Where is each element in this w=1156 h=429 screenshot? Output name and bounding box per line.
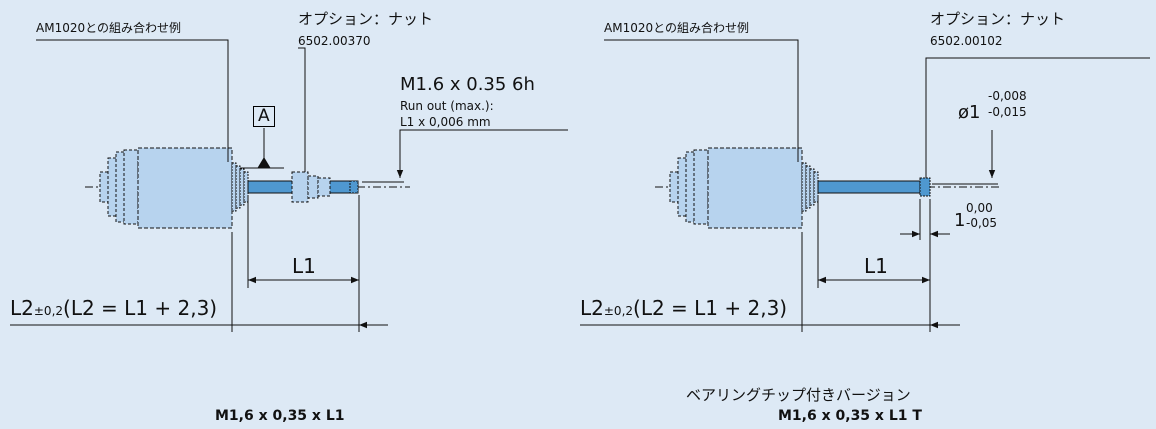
left-rear-flange-1 <box>107 157 119 217</box>
right-len-tol-upper: 0,00 <box>966 201 993 215</box>
right-drawing <box>580 39 1150 332</box>
left-nut-inner <box>317 177 331 197</box>
right-thread-rings <box>801 162 819 212</box>
right-combo-leader <box>604 39 799 162</box>
right-l2-group: L2±0,2(L2 = L1 + 2,3) <box>580 298 787 318</box>
right-combo-label: AM1020との組み合わせ例 <box>604 21 749 35</box>
right-len-main: 1 <box>954 210 966 231</box>
left-combo-leader <box>36 39 229 162</box>
right-len-tol-lower: -0,05 <box>966 216 998 230</box>
left-thread-rings <box>231 162 249 212</box>
left-option-label: オプション：ナット <box>298 10 434 28</box>
left-shaft-tip <box>349 180 359 194</box>
left-runout-leader <box>396 129 568 178</box>
right-bearing-tip <box>919 177 931 197</box>
left-thread-spec: M1.6 x 0.35 6h <box>400 74 535 95</box>
left-l2-group: L2±0,2(L2 = L1 + 2,3) <box>10 298 217 318</box>
left-l2-tol: ±0,2 <box>33 304 64 318</box>
right-option-label: オプション：ナット <box>930 10 1066 28</box>
left-runout-line2: L1 x 0,006 mm <box>400 115 491 129</box>
right-l1-label: L1 <box>864 254 888 278</box>
right-motor-body <box>707 147 803 229</box>
right-option-part-no: 6502.00102 <box>930 34 1003 48</box>
right-l2-formula: (L2 = L1 + 2,3) <box>633 296 788 320</box>
right-dia-tol-lower: -0,015 <box>988 105 1027 119</box>
right-shaft <box>817 180 921 194</box>
left-datum-label: A <box>253 106 275 127</box>
right-caption: M1,6 x 0,35 x L1 T <box>778 408 922 424</box>
right-caption-sub: ベアリングチップ付きバージョン <box>686 386 911 404</box>
left-combo-label: AM1020との組み合わせ例 <box>36 21 181 35</box>
right-dia-tol-upper: -0,008 <box>988 89 1027 103</box>
right-rear-flange-3 <box>693 149 709 225</box>
right-l2-label: L2 <box>580 296 604 320</box>
left-drawing <box>10 39 568 332</box>
right-option-leader <box>925 57 1150 178</box>
right-dia-main: ø1 <box>958 102 981 123</box>
left-nut-collar <box>307 175 319 199</box>
left-nut-outer <box>291 171 309 203</box>
left-motor-body <box>137 147 233 229</box>
left-option-leader <box>298 47 306 172</box>
right-l2-tol: ±0,2 <box>603 304 634 318</box>
right-rear-flange-1 <box>677 157 689 217</box>
left-rear-flange-3 <box>123 149 139 225</box>
left-datum-triangle <box>257 157 271 169</box>
left-option-part-no: 6502.00370 <box>298 34 371 48</box>
left-caption: M1,6 x 0,35 x L1 <box>215 408 345 424</box>
left-l2-label: L2 <box>10 296 34 320</box>
left-runout-line1: Run out (max.): <box>400 99 494 113</box>
left-l2-formula: (L2 = L1 + 2,3) <box>63 296 218 320</box>
left-l1-label: L1 <box>292 254 316 278</box>
